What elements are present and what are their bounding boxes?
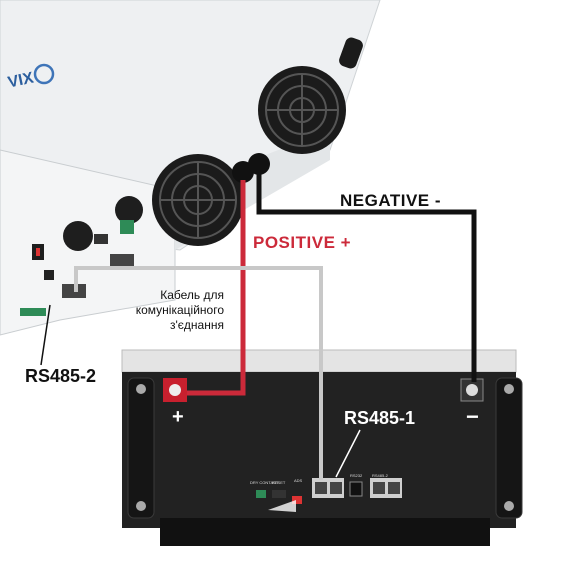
comm-cable	[74, 266, 323, 480]
rs485-2-pointer	[40, 304, 51, 366]
rs485-1-label: RS485-1	[344, 408, 416, 428]
negative-wire	[256, 170, 477, 382]
plus-terminal-label: +	[172, 406, 184, 428]
port-label-ads: ADS	[294, 478, 303, 483]
port-label-rs485-2: RS485-2	[372, 473, 388, 478]
fan-right	[258, 66, 346, 154]
rs485-2-label: RS485-2	[25, 366, 97, 386]
positive-label: POSITIVE +	[253, 233, 352, 252]
wires	[40, 170, 477, 480]
positive-wire	[187, 180, 246, 396]
port-label-rs232: RS232	[350, 473, 363, 478]
minus-terminal-label: −	[466, 404, 479, 429]
negative-label: NEGATIVE -	[340, 191, 442, 210]
rs485-1-pointer	[335, 429, 361, 478]
fan-left	[152, 154, 244, 246]
port-label-dry-contact: DRY CONTACT	[250, 480, 279, 485]
inverter-unit	[0, 0, 381, 336]
port-label-reset: RESET	[272, 480, 286, 485]
cable-note-label: Кабель для комунікаційного з'єднання	[135, 288, 224, 332]
